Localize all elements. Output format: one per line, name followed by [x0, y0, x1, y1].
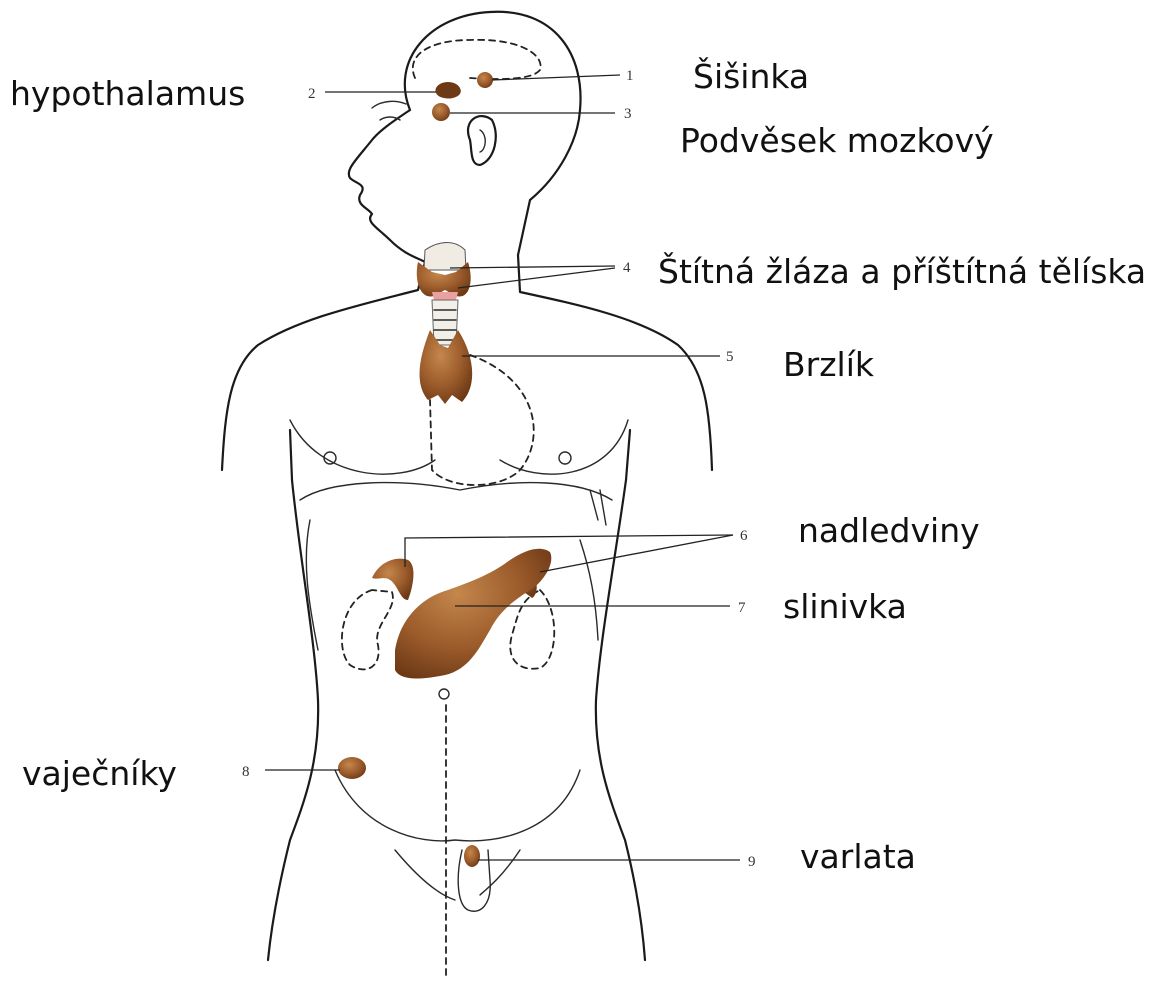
label-pituitary: Podvěsek mozkový — [680, 124, 994, 157]
pituitary-gland — [432, 103, 450, 121]
eyebrow — [372, 101, 406, 108]
ear — [468, 116, 496, 165]
number-9: 9 — [748, 854, 756, 870]
number-7: 7 — [738, 600, 746, 616]
thyroid-gland — [424, 243, 466, 271]
testis-gland — [464, 845, 480, 867]
number-5: 5 — [726, 349, 734, 365]
body-outline — [222, 12, 712, 960]
pineal-gland — [477, 72, 493, 88]
label-pancreas: slinivka — [783, 590, 907, 623]
chest — [290, 420, 628, 474]
hip-line — [335, 770, 580, 841]
number-8: 8 — [242, 764, 250, 780]
number-6: 6 — [740, 528, 748, 544]
torso-right — [596, 480, 645, 960]
leader-6a — [405, 535, 733, 567]
label-testes: varlata — [800, 840, 916, 873]
number-labels: 2 1 3 4 5 6 7 8 9 — [242, 68, 756, 870]
torso-left — [268, 480, 318, 960]
pancreas-gland — [395, 549, 551, 679]
number-4: 4 — [623, 260, 631, 276]
number-2: 2 — [308, 86, 316, 102]
dashed-guides — [342, 40, 554, 975]
label-thymus: Brzlík — [783, 348, 874, 381]
label-adrenal: nadledviny — [798, 514, 980, 547]
right-kidney-dash — [510, 590, 554, 669]
label-thyroid: Štítná žláza a příštítná tělíska — [658, 255, 1146, 288]
head-outline — [349, 12, 581, 262]
leader-1 — [492, 75, 620, 80]
right-nipple — [559, 452, 571, 464]
leader-lines — [265, 75, 740, 860]
number-3: 3 — [624, 106, 632, 122]
number-1: 1 — [626, 68, 634, 84]
ovary-gland — [338, 757, 366, 779]
leader-4a — [450, 266, 615, 268]
glands — [338, 72, 551, 911]
leader-4b — [458, 268, 615, 288]
label-ovaries: vaječníky — [22, 757, 177, 790]
navel — [439, 689, 449, 699]
label-hypothalamus: hypothalamus — [10, 77, 245, 110]
brain-dash — [413, 40, 541, 79]
label-pineal: Šišinka — [693, 60, 809, 93]
leader-6b — [540, 535, 733, 572]
hypothalamus-gland — [435, 82, 460, 99]
left-shoulder — [222, 262, 425, 470]
left-kidney-dash — [342, 590, 393, 669]
